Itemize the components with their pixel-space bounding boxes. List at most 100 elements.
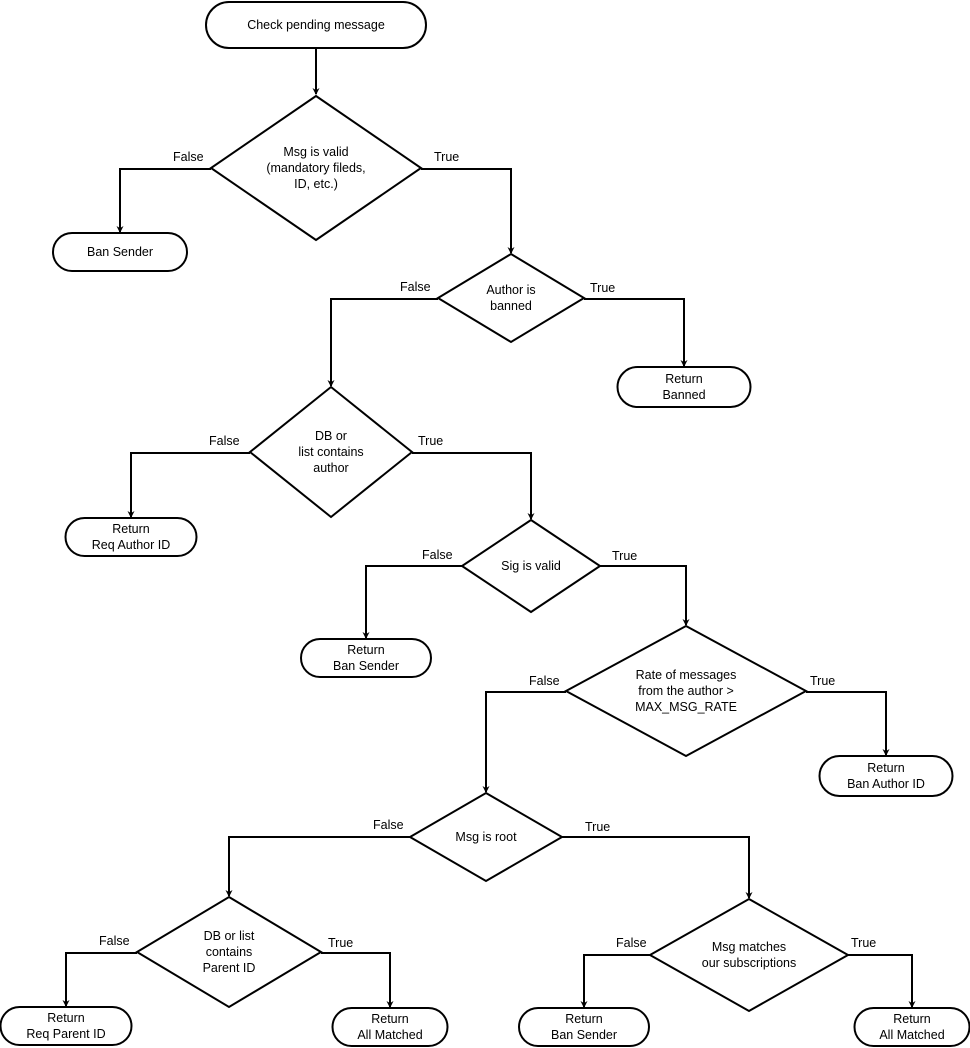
edge-msg-root-to-db-contains-parent	[225, 836, 410, 898]
edge-rate-check-to-msg-root	[482, 691, 566, 794]
decision-diamond	[563, 624, 809, 758]
decision-msg-root: Msg is root	[408, 791, 564, 883]
edge-msg-matches-to-return-ban-sender-3	[580, 954, 651, 1009]
node-text-line: Msg is valid	[283, 145, 348, 159]
node-text-line: Return	[47, 1011, 85, 1025]
node-text-line: Check pending message	[247, 18, 385, 32]
node-text-line: Msg is root	[455, 830, 517, 844]
node-text-line: list contains	[298, 445, 363, 459]
edge-label-true: True	[810, 674, 835, 688]
edge-msg-valid-to-ban-sender-1	[116, 168, 211, 234]
node-text-line: Ban Sender	[87, 245, 153, 259]
terminal-pill	[205, 1, 427, 49]
node-text-line: our subscriptions	[702, 956, 797, 970]
node-text-line: Return	[371, 1012, 409, 1026]
edge-db-contains-parent-to-return-all-matched-1	[321, 952, 394, 1009]
edge-label-false: False	[400, 280, 431, 294]
edge-msg-valid-to-author-banned	[421, 168, 515, 255]
edge-label-true: True	[585, 820, 610, 834]
node-text-line: (mandatory fileds,	[266, 161, 365, 175]
terminal-start: Check pending message	[205, 1, 427, 49]
node-text-line: Sig is valid	[501, 559, 561, 573]
node-text-line: banned	[490, 299, 532, 313]
node-text-line: All Matched	[879, 1028, 944, 1042]
decision-diamond	[135, 895, 323, 1009]
node-text-line: Ban Author ID	[847, 777, 925, 791]
decision-diamond	[647, 897, 851, 1013]
node-text-line: Return	[565, 1012, 603, 1026]
terminal-pill	[331, 1007, 449, 1047]
node-text-line: All Matched	[357, 1028, 422, 1042]
edge-db-contains-author-to-return-req-author	[127, 452, 250, 519]
terminal-pill	[0, 1006, 133, 1046]
edge-author-banned-to-return-banned	[584, 298, 688, 368]
node-text-line: Return	[867, 761, 905, 775]
terminal-ban-sender-1: Ban Sender	[52, 232, 188, 272]
node-text-line: Req Author ID	[92, 538, 171, 552]
node-text-line: DB or	[315, 429, 347, 443]
edge-msg-matches-to-return-all-matched-2	[848, 954, 916, 1009]
decision-msg-valid: Msg is valid (mandatory fileds, ID, etc.)	[209, 94, 423, 242]
terminal-pill	[64, 517, 198, 557]
edge-label-false: False	[173, 150, 204, 164]
edge-label-true: True	[851, 936, 876, 950]
node-text-line: author	[313, 461, 348, 475]
decision-author-banned: Author is banned	[436, 252, 586, 344]
edge-author-banned-to-db-contains-author	[327, 298, 438, 388]
node-text-line: Banned	[662, 388, 705, 402]
decision-msg-matches: Msg matches our subscriptions	[647, 897, 851, 1013]
node-text-line: MAX_MSG_RATE	[635, 700, 737, 714]
node-text-line: Msg matches	[712, 940, 786, 954]
decision-diamond	[209, 94, 423, 242]
edge-sig-valid-to-rate-check	[600, 565, 690, 627]
edge-label-false: False	[373, 818, 404, 832]
edge-sig-valid-to-return-ban-sender-2	[362, 565, 462, 640]
node-text-line: contains	[206, 945, 253, 959]
decision-sig-valid: Sig is valid	[460, 518, 602, 614]
node-text-line: Rate of messages	[636, 668, 737, 682]
node-text-line: from the author >	[638, 684, 734, 698]
edge-label-true: True	[612, 549, 637, 563]
decision-diamond	[408, 791, 564, 883]
node-text-line: Ban Sender	[551, 1028, 617, 1042]
edge-label-false: False	[99, 934, 130, 948]
edge-label-false: False	[422, 548, 453, 562]
node-text-line: Return	[665, 372, 703, 386]
terminal-pill	[300, 638, 432, 678]
node-text-line: Return	[112, 522, 150, 536]
node-text-line: Req Parent ID	[26, 1027, 105, 1041]
edge-label-true: True	[434, 150, 459, 164]
edges-layer	[62, 48, 916, 1009]
decision-db-contains-author: DB or list contains author	[248, 385, 414, 519]
decision-diamond	[436, 252, 586, 344]
decision-diamond	[460, 518, 602, 614]
terminal-pill	[818, 755, 954, 797]
node-text-line: DB or list	[204, 929, 255, 943]
node-text-line: Author is	[486, 283, 535, 297]
edge-db-contains-parent-to-return-req-parent	[62, 952, 137, 1008]
node-text-line: Return	[347, 643, 385, 657]
node-text-line: Ban Sender	[333, 659, 399, 673]
terminal-pill	[616, 366, 752, 408]
decision-rate-check: Rate of messages from the author > MAX_MSG…	[563, 624, 809, 758]
edge-msg-root-to-msg-matches	[562, 836, 753, 900]
terminal-pill	[52, 232, 188, 272]
decision-diamond	[248, 385, 414, 519]
node-text-line: Parent ID	[203, 961, 256, 975]
edge-db-contains-author-to-sig-valid	[412, 452, 535, 521]
node-text-line: ID, etc.)	[294, 177, 338, 191]
edge-label-true: True	[418, 434, 443, 448]
edge-label-true: True	[328, 936, 353, 950]
